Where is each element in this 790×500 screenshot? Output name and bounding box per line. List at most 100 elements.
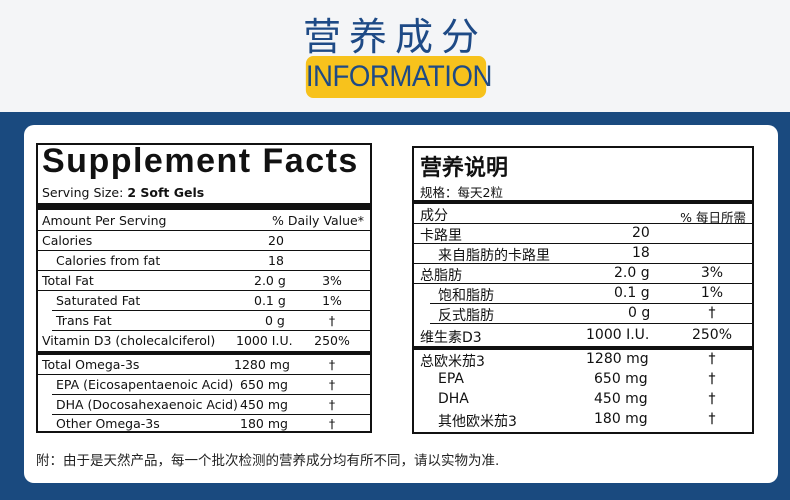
- nutrient-label: 其他欧米茄3: [438, 414, 517, 430]
- footnote: 附：由于是天然产品，每一个批次检测的营养成分均有所不同，请以实物为准.: [36, 453, 500, 469]
- serving-size: Serving Size: 2 Soft Gels: [42, 185, 204, 200]
- nutrient-amount: 450 mg: [594, 391, 648, 407]
- nutrient-daily-value: 250%: [691, 327, 733, 343]
- nutrient-daily-value: 250%: [314, 333, 350, 348]
- nutrient-label: Calories: [42, 233, 93, 248]
- medium-divider: [414, 346, 752, 350]
- nutrient-label: Vitamin D3 (cholecalciferol): [42, 333, 216, 348]
- row-divider: [38, 270, 370, 271]
- nutrient-daily-value: †: [708, 351, 716, 367]
- nutrient-amount: 0.1 g: [254, 293, 286, 308]
- serving-size-value: 2 Soft Gels: [127, 185, 205, 200]
- nutrient-label: 卡路里: [420, 228, 462, 244]
- nutrient-label: DHA (Docosahexaenoic Acid): [56, 397, 238, 412]
- nutrient-label: 来自脂肪的卡路里: [438, 248, 550, 264]
- nutrient-amount: 450 mg: [240, 397, 288, 412]
- nutrient-label: EPA (Eicosapentaenoic Acid): [56, 377, 234, 392]
- nutrition-info-title: 营养说明: [420, 156, 509, 181]
- nutrient-daily-value: 1%: [700, 285, 724, 301]
- table-row: 反式脂肪 0 g †: [414, 304, 752, 324]
- table-row: 饱和脂肪 0.1 g 1%: [414, 284, 752, 304]
- table-row: 其他欧米茄3 180 mg †: [414, 410, 752, 432]
- nutrient-amount: 18: [632, 245, 650, 261]
- row-divider: [414, 243, 752, 244]
- nutrient-amount: 0 g: [265, 313, 285, 328]
- information-badge: INFORMATION: [305, 56, 492, 98]
- table-row: DHA (Docosahexaenoic Acid) 450 mg †: [38, 395, 370, 415]
- nutrient-daily-value: †: [328, 397, 336, 412]
- nutrient-amount: 18: [268, 253, 284, 268]
- nutrient-label: Total Fat: [42, 273, 94, 288]
- row-divider: [52, 330, 370, 331]
- row-divider: [430, 303, 752, 304]
- table-row: Calories 20: [38, 231, 370, 251]
- nutrient-amount: 1280 mg: [586, 351, 649, 367]
- row-divider: [38, 290, 370, 291]
- nutrient-daily-value: †: [328, 377, 336, 392]
- row-divider: [38, 250, 370, 251]
- table-row: EPA 650 mg †: [414, 370, 752, 390]
- nutrient-label: 维生素D3: [420, 330, 482, 346]
- thick-divider: [38, 203, 370, 210]
- nutrient-amount: 20: [268, 233, 284, 248]
- nutrient-amount: 1000 I.U.: [236, 333, 293, 348]
- nutrient-amount: 0 g: [628, 305, 651, 321]
- nutrient-label: Trans Fat: [56, 313, 112, 328]
- table-row: 来自脂肪的卡路里 18: [414, 244, 752, 264]
- row-divider: [52, 414, 370, 415]
- nutrient-amount: 180 mg: [240, 416, 288, 431]
- table-row: 总脂肪 2.0 g 3%: [414, 264, 752, 284]
- nutrient-label: Calories from fat: [56, 253, 161, 268]
- page-header: 营养成分 INFORMATION: [0, 0, 790, 112]
- column-dv-header: % Daily Value*: [271, 213, 364, 228]
- table-row: Other Omega-3s 180 mg †: [38, 415, 370, 433]
- column-header-row: 成分 % 每日所需: [414, 204, 752, 225]
- row-divider: [414, 263, 752, 264]
- nutrient-label: 反式脂肪: [438, 308, 494, 324]
- table-row: Calories from fat 18: [38, 251, 370, 271]
- nutrient-amount: 1280 mg: [234, 357, 290, 372]
- nutrient-daily-value: †: [328, 416, 336, 431]
- nutrient-daily-value: †: [708, 411, 716, 427]
- nutrient-amount: 2.0 g: [254, 273, 286, 288]
- supplement-facts-panel: Supplement Facts Serving Size: 2 Soft Ge…: [36, 142, 372, 433]
- serving-size-cn: 规格：每天2粒: [420, 185, 503, 200]
- row-divider: [38, 230, 370, 231]
- table-row: 维生素D3 1000 I.U. 250%: [414, 326, 752, 346]
- nutrient-daily-value: †: [708, 305, 716, 321]
- supplement-facts-title: Supplement Facts: [42, 142, 359, 180]
- nutrient-daily-value: 3%: [322, 273, 342, 288]
- row-divider: [38, 374, 370, 375]
- nutrient-daily-value: 3%: [700, 265, 724, 281]
- table-row: Total Fat 2.0 g 3%: [38, 271, 370, 291]
- table-row: Vitamin D3 (cholecalciferol) 1000 I.U. 2…: [38, 331, 370, 351]
- nutrient-label: EPA: [438, 371, 464, 387]
- nutrition-info-cn-panel: 营养说明 规格：每天2粒 成分 % 每日所需 卡路里 20 来自脂肪的卡路里 1…: [412, 146, 754, 434]
- page-title: 营养成分: [302, 15, 487, 59]
- nutrient-amount: 0.1 g: [614, 285, 650, 301]
- row-divider: [430, 323, 752, 324]
- nutrient-daily-value: †: [708, 371, 716, 387]
- table-row: 总欧米茄3 1280 mg †: [414, 350, 752, 370]
- nutrient-daily-value: †: [328, 357, 336, 372]
- nutrient-label: 总脂肪: [420, 268, 462, 284]
- nutrient-amount: 2.0 g: [614, 265, 650, 281]
- nutrient-amount: 650 mg: [594, 371, 648, 387]
- table-row: Total Omega-3s 1280 mg †: [38, 355, 370, 375]
- table-row: DHA 450 mg †: [414, 390, 752, 410]
- row-divider: [52, 310, 370, 311]
- nutrient-daily-value: †: [328, 313, 336, 328]
- row-divider: [414, 283, 752, 284]
- table-row: Saturated Fat 0.1 g 1%: [38, 291, 370, 311]
- nutrient-daily-value: 1%: [322, 293, 342, 308]
- nutrient-amount: 20: [632, 225, 650, 241]
- row-divider: [52, 394, 370, 395]
- nutrient-label: Other Omega-3s: [56, 416, 160, 431]
- table-row: 卡路里 20: [414, 224, 752, 244]
- medium-divider: [38, 351, 370, 355]
- table-row: EPA (Eicosapentaenoic Acid) 650 mg †: [38, 375, 370, 395]
- nutrient-label: Total Omega-3s: [42, 357, 140, 372]
- nutrient-label: DHA: [438, 391, 469, 407]
- column-amount-header: Amount Per Serving: [42, 213, 167, 228]
- nutrient-daily-value: †: [708, 391, 716, 407]
